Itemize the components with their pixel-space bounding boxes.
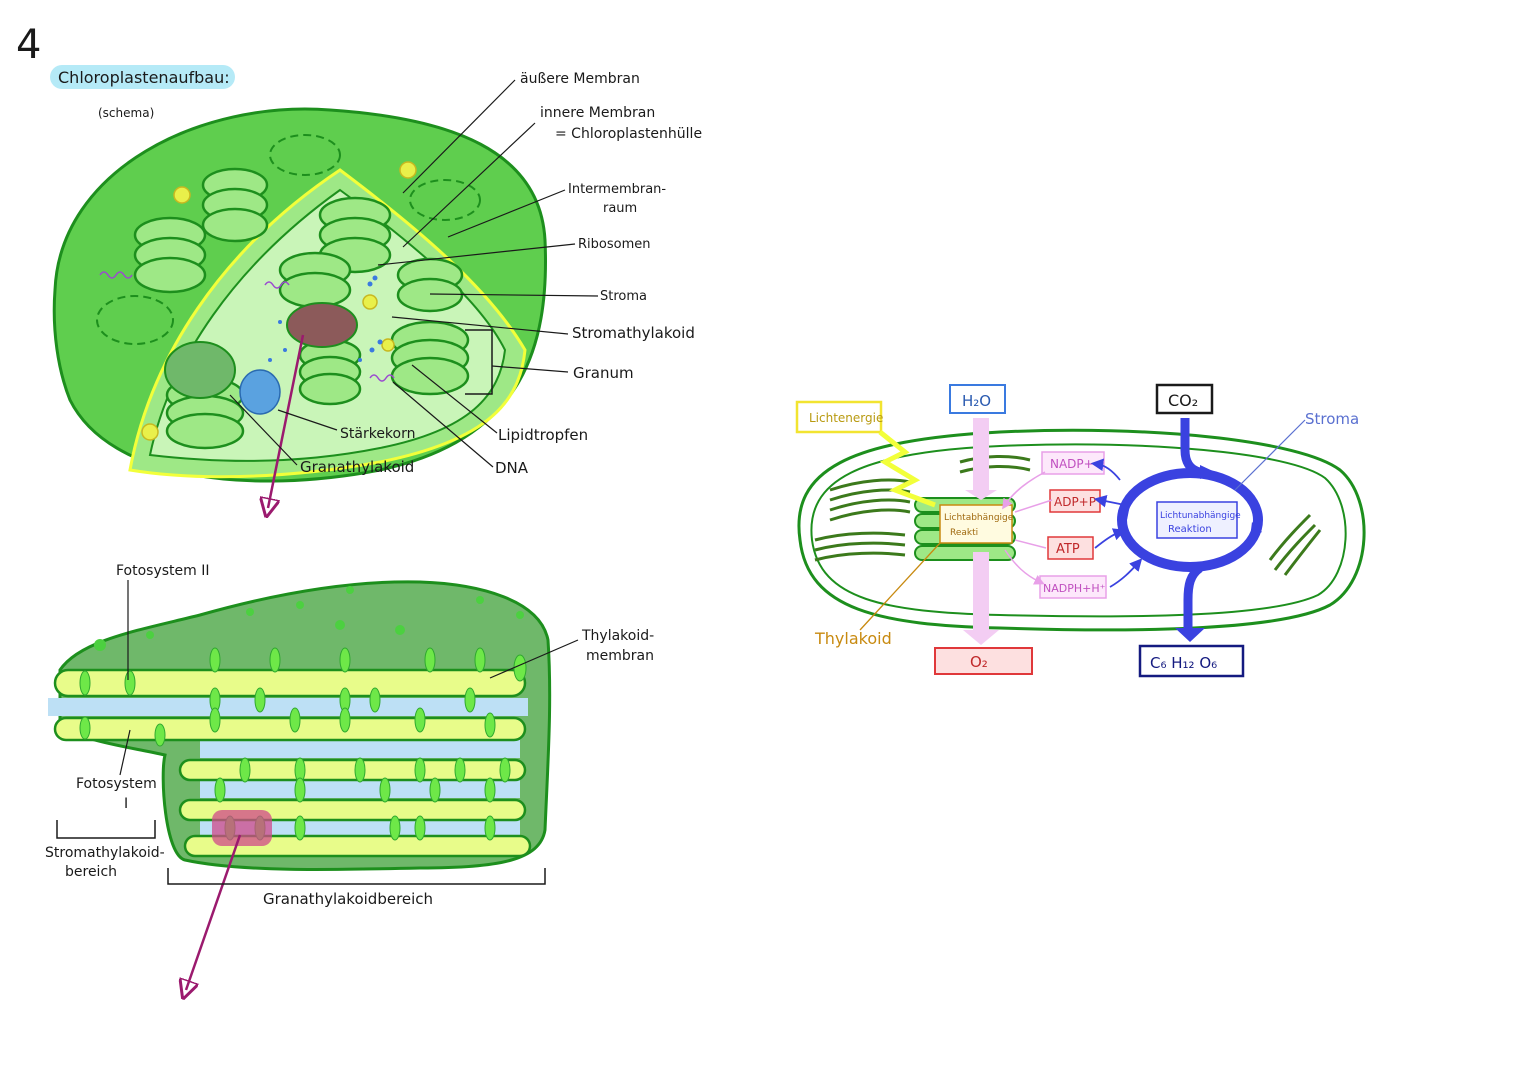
label-stromathylakoid: Stromathylakoid: [572, 324, 695, 342]
glucose-stream-head: [1175, 628, 1205, 642]
process-diagram: Lichtabhängige Reakti Lichtenergie H₂O O…: [795, 383, 1366, 678]
o2-stream-head: [963, 630, 999, 645]
pink-arrows: [1002, 471, 1053, 585]
thylakoid-labels: Fotosystem II Thylakoid- membran Fotosys…: [45, 563, 654, 908]
photosystems: [79, 647, 527, 841]
nadp-label: NADP+: [1050, 457, 1094, 471]
h2o-label: H₂O: [962, 392, 991, 410]
stromathylakoid-bracket: [56, 820, 156, 839]
thylakoid-leader: [859, 542, 941, 631]
label-thylakoid-membrane-1: Thylakoid-: [581, 628, 654, 644]
light-reaction-label-1: Lichtabhängige: [944, 513, 1014, 523]
starch-grain-blue: [239, 369, 281, 415]
calvin-arrow-2: [1250, 522, 1262, 538]
cell-inner-outline: [810, 443, 1347, 618]
light-reaction-label-2: Reakti: [950, 528, 978, 538]
zoom-arrow-2: [186, 834, 242, 990]
atp-box: [1047, 536, 1094, 560]
cut-granum-top: [286, 302, 358, 348]
o2-label: O₂: [970, 653, 988, 671]
label-grana-region: Granathylakoidbereich: [263, 890, 433, 908]
h2o-stream-head: [965, 490, 997, 500]
dark-reaction-box: [1156, 501, 1238, 539]
granathylakoid-bracket: [167, 868, 546, 885]
o2-stream: [973, 552, 989, 632]
lipid-droplets: [141, 161, 417, 441]
label-stroma: Stroma: [600, 289, 647, 304]
side-grana: [814, 454, 1322, 576]
label-inner-membrane: innere Membran: [540, 105, 655, 121]
process-thylakoid-label: Thylakoid: [814, 629, 892, 648]
page-number: 4: [16, 22, 41, 68]
label-outer-membrane: äußere Membran: [520, 71, 640, 87]
dark-reaction-label-2: Reaktion: [1168, 524, 1212, 535]
title-highlight: [50, 65, 235, 89]
chloroplast-schema: [52, 79, 599, 508]
light-energy-box: [795, 400, 883, 434]
calvin-cycle-ring: [1117, 468, 1263, 572]
adp-label: ADP+P: [1054, 495, 1096, 509]
page-title: Chloroplastenaufbau:: [58, 68, 230, 87]
zoom-highlight-patch: [212, 810, 272, 846]
h2o-box: [949, 384, 1006, 414]
calvin-arrow-3: [1118, 505, 1130, 520]
nadph-label: NADPH+H⁺: [1043, 582, 1106, 595]
glucose-stream: [1183, 564, 1203, 630]
light-reaction-box: [939, 504, 1013, 544]
starch-grain: [164, 341, 236, 399]
dark-reaction-label-1: Lichtunabhängige: [1160, 511, 1241, 521]
label-photosystem1-b: I: [124, 796, 128, 812]
dna-coils: [99, 271, 395, 382]
page-subtitle: (schema): [98, 106, 154, 120]
ribosomes: [268, 275, 383, 362]
co2-stream: [1180, 418, 1202, 477]
label-intermembrane-2: raum: [603, 201, 637, 216]
thylakoid-leaders: [119, 580, 579, 776]
label-thylakoid-membrane-2: membran: [586, 648, 654, 664]
atp-label: ATP: [1056, 542, 1080, 557]
granum-bracket: [465, 329, 493, 395]
label-starch: Stärkekorn: [340, 426, 416, 442]
label-granathylakoid: Granathylakoid: [300, 458, 414, 476]
light-energy-zigzag: [878, 430, 936, 508]
label-granum: Granum: [573, 364, 634, 382]
label-envelope: = Chloroplastenhülle: [555, 126, 702, 142]
process-stroma-label: Stroma: [1305, 410, 1359, 428]
label-lipid: Lipidtropfen: [498, 426, 588, 444]
stroma-leader: [1234, 419, 1306, 491]
background-grana: [96, 134, 481, 345]
calvin-arrow-1: [1200, 465, 1215, 479]
cell-outline: [797, 428, 1366, 632]
glucose-box: [1138, 644, 1245, 678]
thylakoid-membranes: [53, 668, 532, 858]
label-stroma-region-2: bereich: [65, 864, 117, 880]
light-energy-label: Lichtenergie: [809, 411, 883, 425]
co2-box: [1155, 383, 1214, 415]
chloroplast-labels: äußere Membran innere Membran = Chloropl…: [300, 71, 702, 477]
label-stroma-region-1: Stromathylakoid-: [45, 845, 165, 861]
o2-box: [934, 647, 1033, 675]
nadph-box: [1039, 575, 1107, 599]
label-dna: DNA: [495, 459, 529, 477]
stroma-dots: [94, 586, 524, 651]
thylakoid-detail: [48, 580, 579, 990]
leader-lines: [229, 79, 599, 468]
label-intermembrane-1: Intermembran-: [568, 182, 666, 197]
thylakoid-lumen: [48, 698, 528, 836]
h2o-stream: [973, 418, 989, 493]
glucose-label: C₆ H₁₂ O₆: [1150, 654, 1217, 672]
label-photosystem2: Fotosystem II: [116, 563, 210, 579]
label-ribosomes: Ribosomen: [578, 237, 650, 252]
label-photosystem1-a: Fotosystem: [76, 776, 157, 792]
zoom-arrow-1: [268, 334, 305, 508]
co2-label: CO₂: [1168, 391, 1198, 410]
